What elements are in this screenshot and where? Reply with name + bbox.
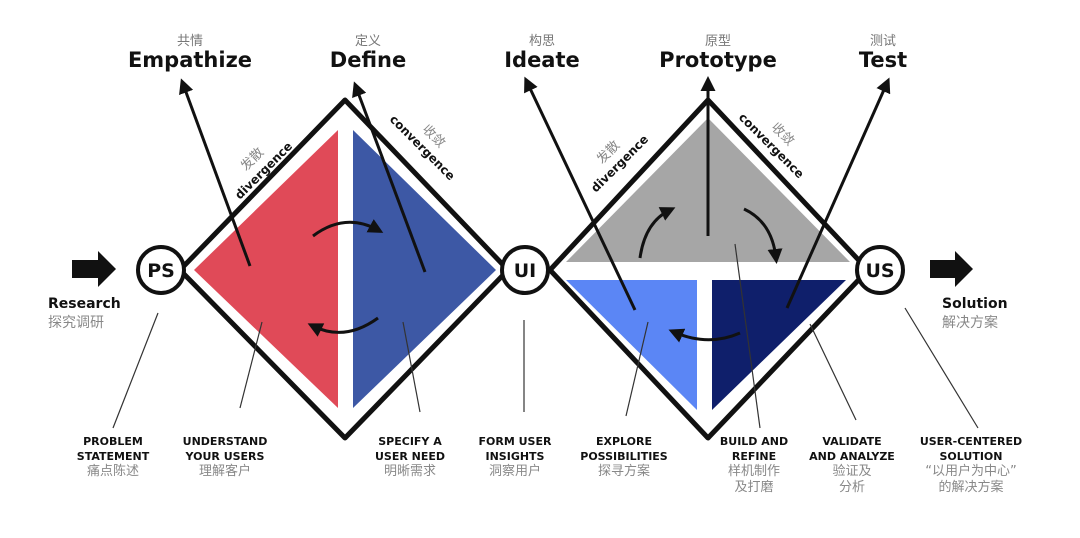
empathize-pointer — [179, 78, 252, 267]
research-arrow-icon — [72, 251, 116, 287]
node-ps-label: PS — [147, 260, 175, 282]
label-validate-en: VALIDATE AND ANALYZE — [809, 435, 895, 463]
left-diamond — [177, 97, 511, 441]
ideate-pointer — [524, 76, 637, 311]
right-diamond-outline — [547, 97, 871, 441]
label-form-insights: FORM USER INSIGHTS 洞察用户 — [450, 434, 580, 480]
label-explore-en: EXPLORE POSSIBILITIES — [580, 435, 668, 463]
label-specify-need-zh: 明晰需求 — [383, 464, 436, 479]
cycle-arrow-prototype-test — [743, 207, 783, 264]
label-understand-users-en: UNDERSTAND YOUR USERS — [182, 435, 268, 463]
stage-ideate-title: Ideate — [504, 48, 580, 72]
label-form-insights-zh: 洞察用户 — [488, 464, 541, 479]
leader-problem-statement — [112, 312, 159, 429]
test-pointer — [785, 77, 891, 309]
stage-ideate-zh: 构思 — [528, 34, 555, 49]
label-problem-statement-zh: 痛点陈述 — [86, 464, 139, 479]
solution-en: Solution — [942, 296, 1008, 312]
cycle-arrow-bottom-left — [307, 316, 379, 337]
label-build-refine-en: BUILD AND REFINE — [719, 435, 789, 463]
leader-user-centered — [904, 307, 979, 429]
label-problem-statement-en: PROBLEM STATEMENT — [76, 435, 150, 463]
cycle-arrow-test-ideate — [668, 328, 741, 343]
stage-empathize-zh: 共情 — [176, 34, 203, 49]
leader-validate — [809, 323, 857, 421]
define-pointer — [352, 81, 427, 273]
label-understand-users: UNDERSTAND YOUR USERS 理解客户 — [160, 434, 290, 480]
cycle-arrow-top-left — [312, 219, 384, 238]
empathize-region — [194, 130, 338, 408]
label-problem-statement: PROBLEM STATEMENT 痛点陈述 — [48, 434, 178, 480]
label-user-centered-en: USER-CENTERED SOLUTION — [919, 435, 1023, 463]
stage-prototype-title: Prototype — [659, 48, 777, 72]
leader-build-refine — [734, 243, 761, 429]
label-specify-need: SPECIFY A USER NEED 明晰需求 — [345, 434, 475, 480]
label-specify-need-en: SPECIFY A USER NEED — [374, 435, 446, 463]
label-understand-users-zh: 理解客户 — [198, 464, 251, 479]
node-ps: PS — [136, 245, 186, 295]
test-region — [712, 280, 846, 410]
stage-test-zh: 测试 — [869, 34, 896, 49]
node-ui: UI — [500, 245, 550, 295]
solution-label: Solution 解决方案 — [942, 296, 1008, 332]
research-en: Research — [48, 296, 121, 312]
stage-define-zh: 定义 — [354, 34, 381, 49]
leader-explore — [625, 321, 649, 417]
research-zh: 探究调研 — [48, 315, 104, 331]
label-user-centered-zh: “以用户为中心” 的解决方案 — [925, 464, 1017, 495]
label-user-centered: USER-CENTERED SOLUTION “以用户为中心” 的解决方案 — [906, 434, 1036, 496]
leader-specify-need — [402, 321, 421, 413]
label-validate-zh: 验证及 分析 — [832, 464, 872, 495]
node-ui-label: UI — [514, 260, 537, 282]
node-us: US — [855, 245, 905, 295]
node-us-label: US — [865, 260, 894, 282]
stage-prototype-zh: 原型 — [704, 34, 731, 49]
ideate-region — [566, 280, 697, 410]
label-form-insights-en: FORM USER INSIGHTS — [478, 435, 552, 463]
label-build-refine: BUILD AND REFINE 样机制作 及打磨 — [689, 434, 819, 496]
solution-zh: 解决方案 — [942, 315, 998, 331]
stage-empathize-title: Empathize — [127, 48, 253, 72]
label-explore: EXPLORE POSSIBILITIES 探寻方案 — [559, 434, 689, 480]
research-label: Research 探究调研 — [48, 296, 121, 332]
solution-arrow-icon — [930, 251, 973, 287]
label-validate: VALIDATE AND ANALYZE 验证及 分析 — [787, 434, 917, 496]
label-explore-zh: 探寻方案 — [597, 464, 650, 479]
leader-understand-users — [239, 321, 263, 409]
cycle-arrow-ideate-prototype — [638, 207, 676, 259]
stage-test-title: Test — [858, 48, 908, 72]
left-diamond-outline — [177, 97, 511, 441]
label-build-refine-zh: 样机制作 及打磨 — [727, 464, 780, 495]
stage-define-title: Define — [329, 48, 407, 72]
